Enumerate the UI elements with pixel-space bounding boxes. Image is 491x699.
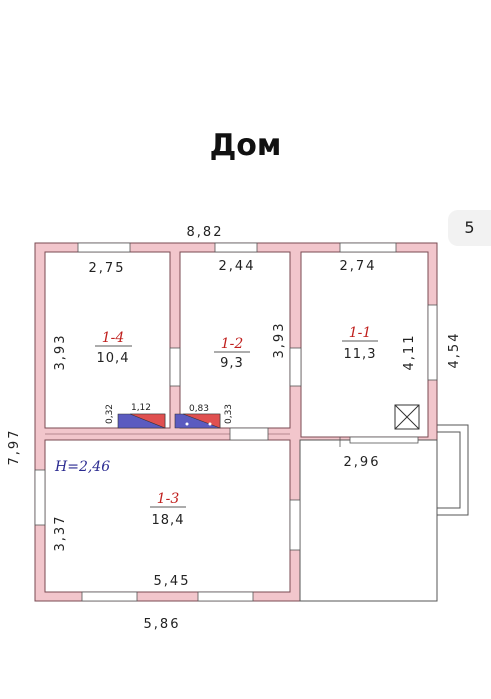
stair-dim-a: 0,32	[105, 404, 115, 424]
room-1-2-area: 9,3	[220, 356, 244, 371]
room-1-4-id: 1-4	[102, 330, 125, 346]
room-1-4-area: 10,4	[97, 351, 130, 366]
doors	[169, 347, 341, 447]
room-1-1-area: 11,3	[344, 347, 377, 362]
stair-dim-b: 1,12	[131, 403, 151, 413]
window	[77, 242, 131, 253]
window	[349, 436, 419, 444]
stair-dim-c: 0,83	[189, 404, 209, 414]
window	[214, 242, 258, 253]
window	[427, 304, 438, 381]
room-1-4-height: 3,93	[53, 334, 68, 371]
room-1-1-id: 1-1	[349, 325, 372, 341]
page-number-badge[interactable]: 5	[448, 210, 491, 246]
window	[34, 469, 46, 526]
room-1-2-id: 1-2	[221, 336, 244, 352]
stairs	[117, 413, 221, 429]
overall-width-bottom: 5,86	[144, 617, 181, 632]
windows	[34, 242, 438, 602]
door	[169, 347, 181, 387]
room-1-3-area: 18,4	[152, 513, 185, 528]
room-1-3-height: 3,37	[53, 515, 68, 552]
window	[197, 591, 254, 602]
overall-width-top: 8,82	[187, 225, 224, 240]
window	[339, 242, 397, 253]
window	[289, 499, 301, 551]
porch-width: 2,96	[344, 455, 381, 470]
stair-dim-d: 0,33	[224, 404, 234, 424]
page-title: Дом	[209, 128, 282, 163]
room-1-4-width: 2,75	[89, 261, 126, 276]
room-1-3-width: 5,45	[154, 574, 191, 589]
room-1-2-width: 2,44	[219, 259, 256, 274]
height-note: H=2,46	[54, 459, 110, 475]
window	[81, 591, 138, 602]
room-1-1-width: 2,74	[340, 259, 377, 274]
room-1-2-height: 3,93	[272, 322, 287, 359]
room-1-3-id: 1-3	[157, 491, 180, 507]
overall-height-right: 4,54	[447, 332, 462, 369]
room-1-1-height: 4,11	[402, 334, 417, 371]
porch-outline	[299, 424, 469, 602]
door	[289, 347, 302, 387]
vent-icon	[394, 404, 420, 430]
walls	[34, 242, 438, 602]
overall-height-left: 7,97	[7, 429, 22, 466]
door	[229, 427, 269, 441]
